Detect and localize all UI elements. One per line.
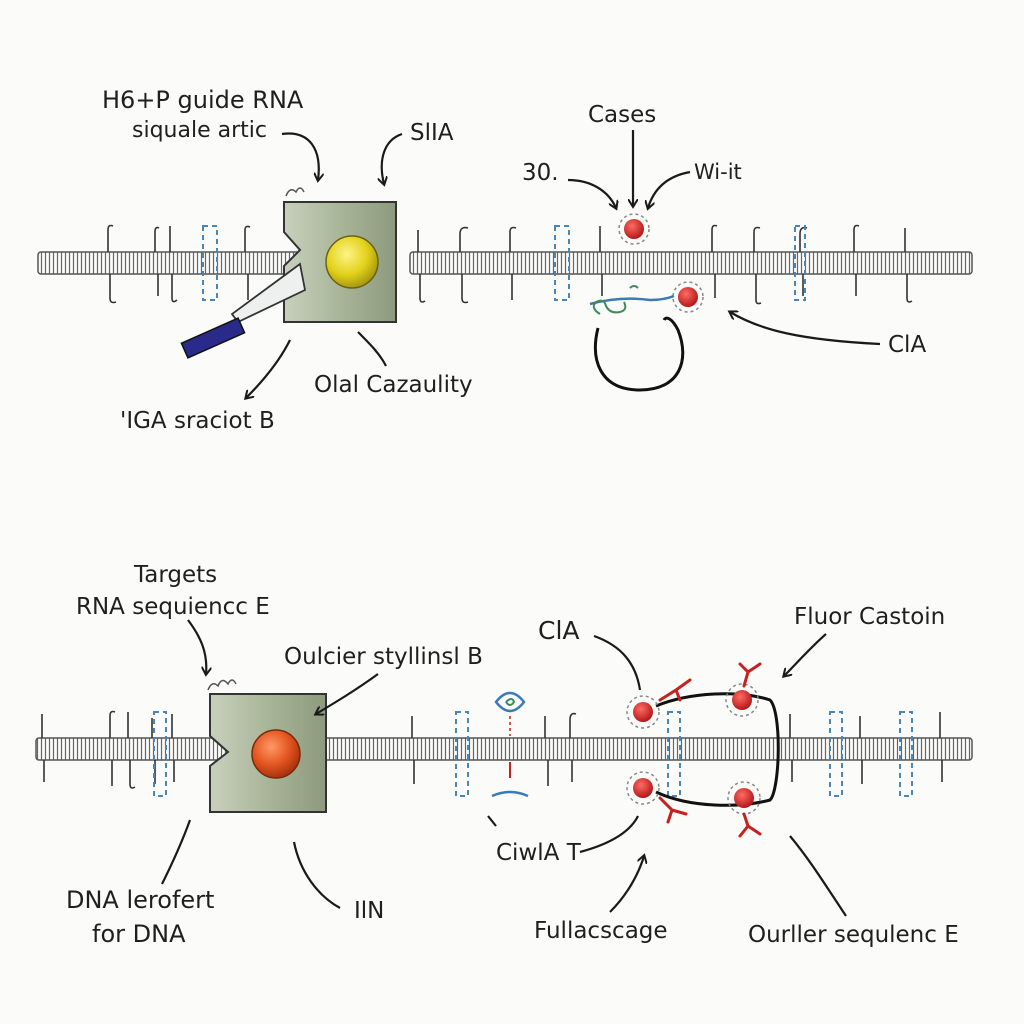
bottom-dna-strand (35, 737, 973, 761)
top-dna-hooks (107, 224, 913, 305)
top-arrows (246, 130, 881, 398)
label-iin: IlN (354, 898, 385, 924)
top-dna-strand (37, 251, 973, 275)
antibody-icons (658, 662, 762, 838)
label-guide-rna-line1: H6+P guide RNA (102, 86, 304, 114)
top-red-markers (618, 213, 704, 313)
label-dna-line1: DNA lerofert (66, 886, 215, 914)
label-cases: Cases (588, 102, 657, 128)
label-fullacscage: Fullacscage (534, 918, 668, 944)
label-targets-line2: RNA sequiencc E (76, 594, 270, 620)
scissors-icon (180, 262, 307, 359)
label-targets-line1: Targets (134, 562, 218, 588)
top-panel (37, 130, 973, 398)
cas-protein-bottom-icon (207, 679, 327, 813)
label-dna-line2: for DNA (92, 920, 186, 948)
bottom-dna-hooks (41, 710, 943, 789)
label-num30: 30. (522, 160, 559, 186)
bottom-panel (35, 619, 973, 917)
bottom-arrows (161, 619, 847, 917)
cas-protein-icon (283, 187, 397, 323)
top-blue-markers (202, 225, 806, 301)
label-iga: 'IGA sraciot B (120, 408, 275, 434)
label-fluor: Fluor Castoin (794, 604, 946, 630)
bottom-red-markers (626, 683, 761, 815)
label-olal: Olal Cazaulity (314, 372, 473, 398)
label-cia-bottom: ClA (538, 616, 580, 645)
label-ourller: Ourller sequlenc E (748, 922, 959, 948)
top-rna-loop (589, 285, 685, 392)
bottom-blue-markers (153, 711, 913, 797)
bottom-red-loop (655, 692, 780, 807)
label-wit: Wi-it (694, 160, 742, 184)
label-ciwiat: CiwlA T (496, 840, 581, 866)
label-guide-rna-line2: siquale artic (132, 118, 267, 143)
label-cia-top: ClA (888, 332, 927, 358)
label-sila: SlIA (410, 120, 454, 146)
fluorophore-icon (491, 691, 529, 798)
label-oulcier: Oulcier styllinsl B (284, 644, 483, 670)
